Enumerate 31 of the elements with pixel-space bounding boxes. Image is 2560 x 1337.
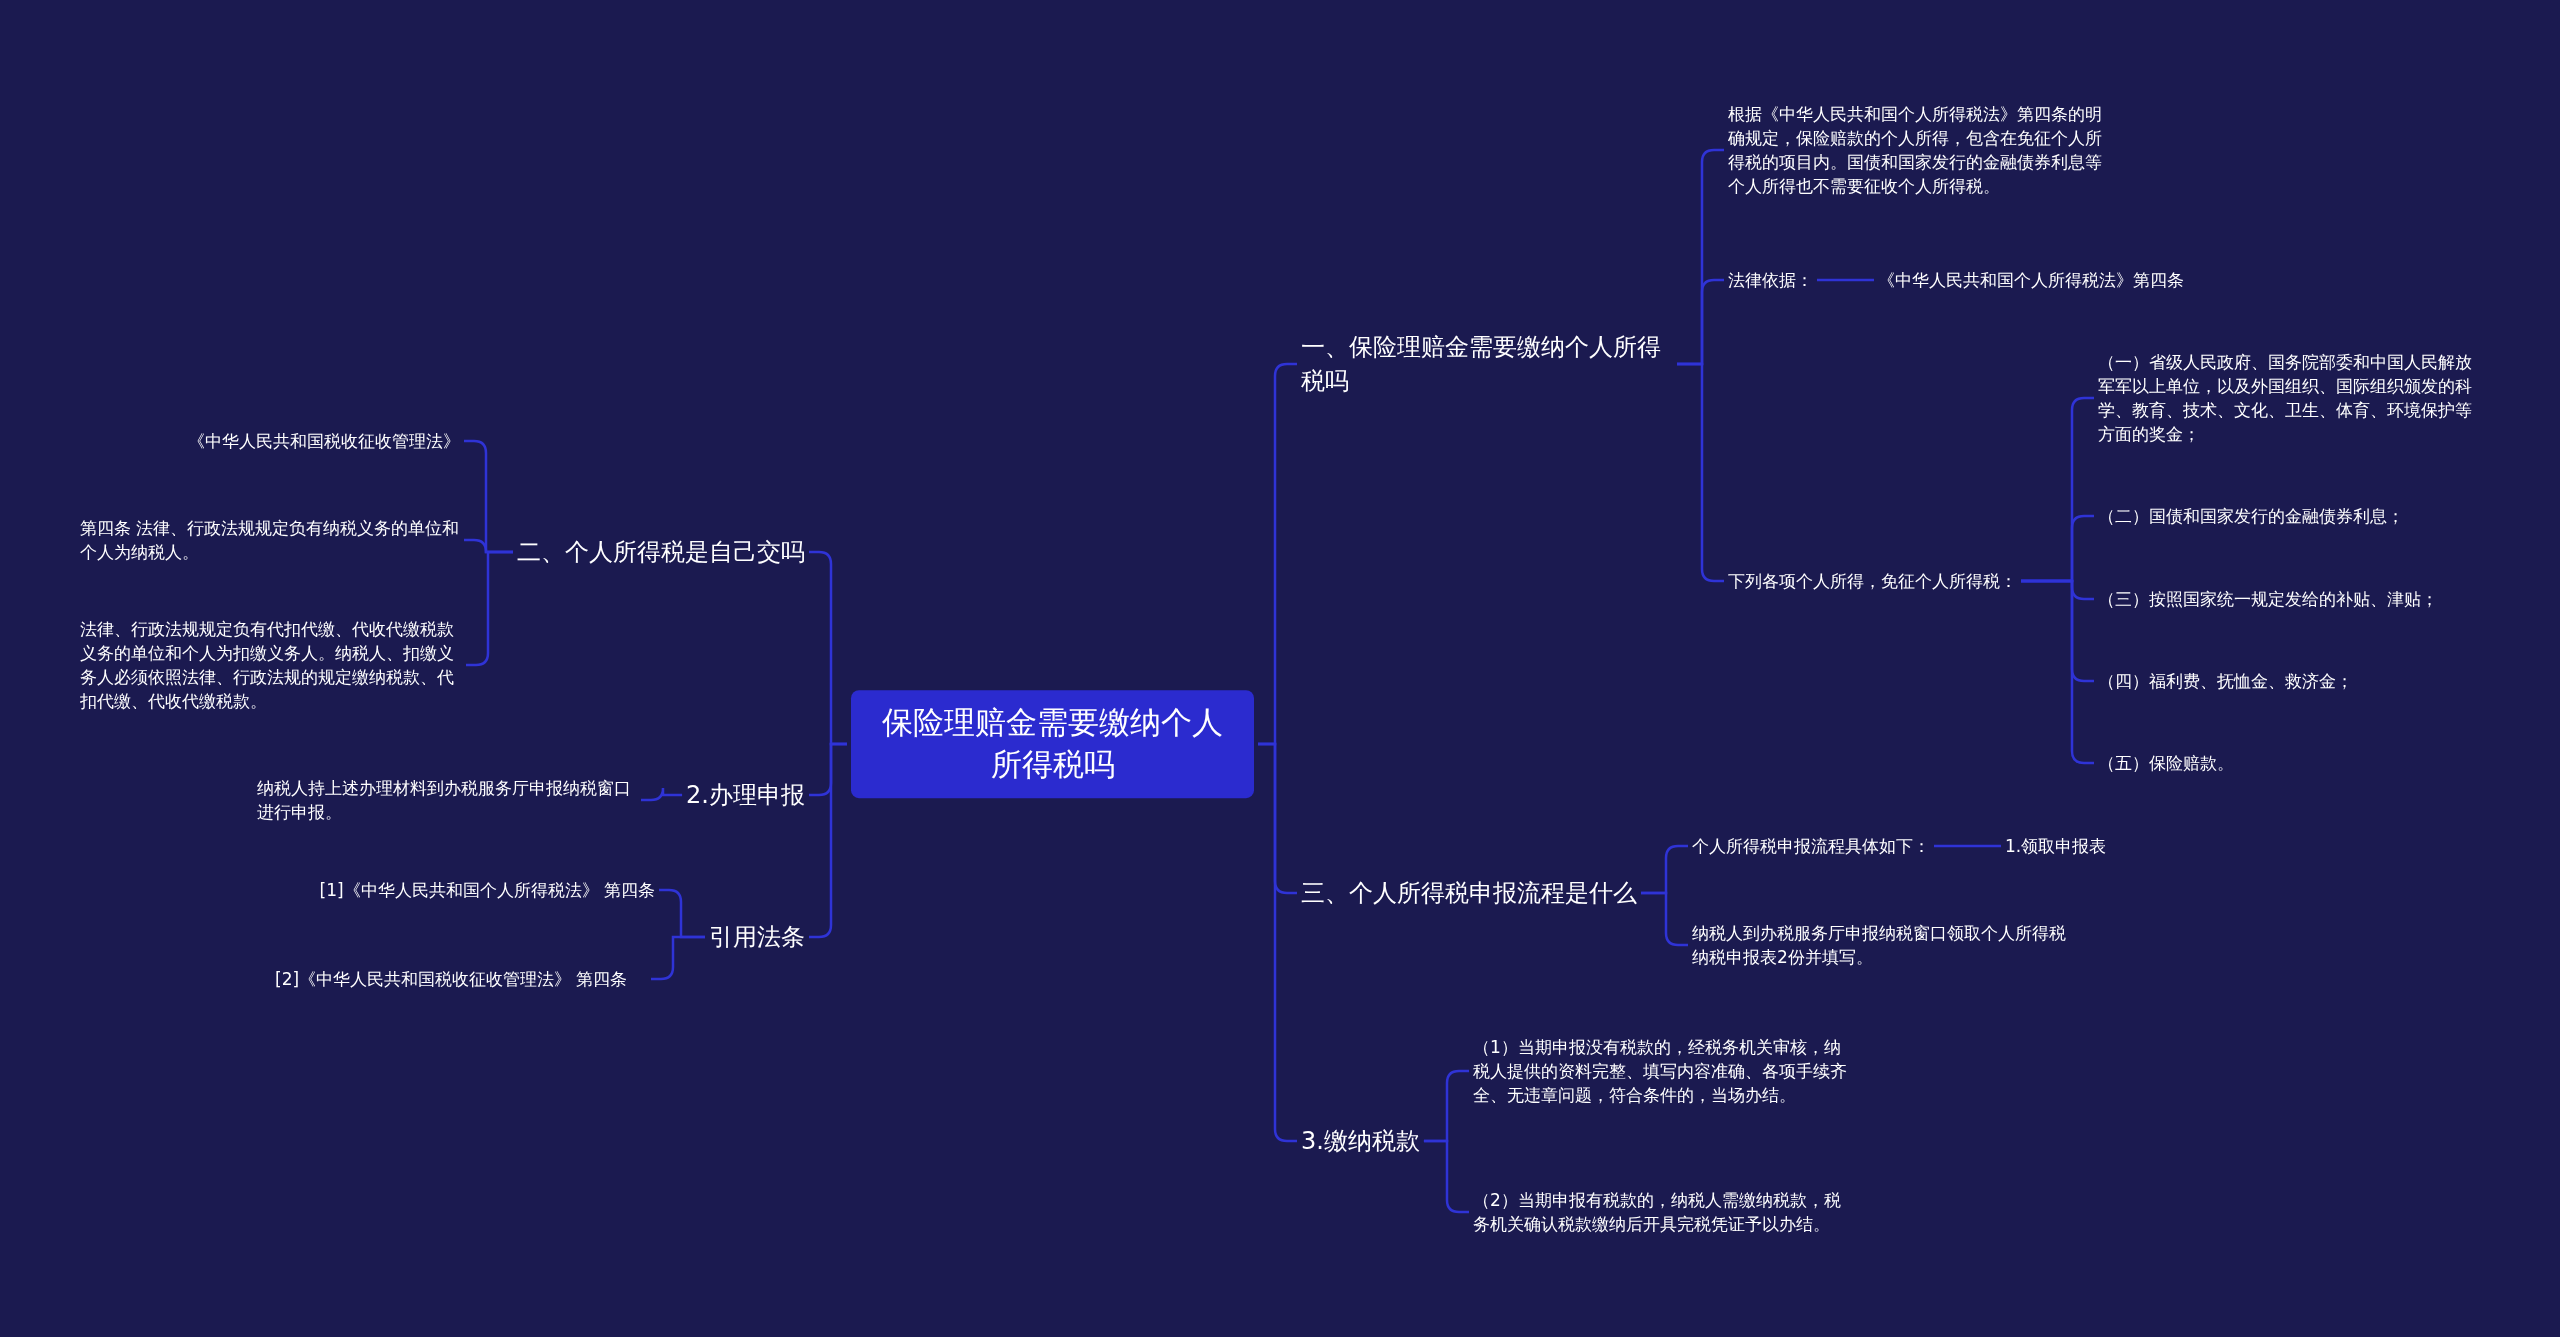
topic-text: 《中华人民共和国个人所得税法》第四条 [1878, 267, 2184, 293]
topic-text: 纳税人到办税服务厅申报纳税窗口领取个人所得税纳税申报表2份并填写。 [1692, 920, 2072, 970]
topic-text: （2）当期申报有税款的，纳税人需缴纳税款，税务机关确认税款缴纳后开具完税凭证予以办结。 [1473, 1187, 1853, 1237]
branch-topic: 2.办理申报 [686, 777, 805, 813]
topic-text: 下列各项个人所得，免征个人所得税： [1728, 568, 2017, 594]
topic-text: （一）省级人民政府、国务院部委和中国人民解放军军以上单位，以及外国组织、国际组织颁发的科学、教育、技术、文化、卫生、体育、环境保护等方面的奖金； [2098, 349, 2480, 447]
topic-text: 根据《中华人民共和国个人所得税法》第四条的明确规定，保险赔款的个人所得，包含在免征个人所得税的项目内。国债和国家发行的金融债券利息等个人所得也不需要征收个人所得税。 [1728, 101, 2110, 199]
root-topic-box: 保险理赔金需要缴纳个人所得税吗 [851, 690, 1254, 798]
branch-topic: 二、个人所得税是自己交吗 [517, 534, 805, 570]
topic-text: [1]《中华人民共和国个人所得税法》 第四条 [319, 877, 655, 903]
connector-line [1817, 278, 1874, 282]
topic-text: （五）保险赔款。 [2098, 750, 2234, 776]
branch-topic: 三、个人所得税申报流程是什么 [1301, 875, 1637, 911]
topic-text: 法律依据： [1728, 267, 1813, 293]
topic-text: 《中华人民共和国税收征收管理法》 [188, 428, 460, 454]
topic-text: （1）当期申报没有税款的，经税务机关审核，纳税人提供的资料完整、填写内容准确、各项手续齐全、无违章问题，符合条件的，当场办结。 [1473, 1034, 1853, 1108]
topic-text: 纳税人持上述办理材料到办税服务厅申报纳税窗口进行申报。 [257, 775, 637, 825]
topic-text: 第四条 法律、行政法规规定负有纳税义务的单位和个人为纳税人。 [80, 515, 460, 565]
connector-line [651, 935, 705, 981]
connector-line [641, 786, 683, 802]
topic-text: 法律、行政法规规定负有代扣代缴、代收代缴税款义务的单位和个人为扣缴义务人。纳税人、扣缴义务人必须依照法律、行政法规的规定缴纳税款、代扣代缴、代收代缴税款。 [80, 616, 462, 714]
connector-line [1934, 844, 2001, 848]
branch-topic: 一、保险理赔金需要缴纳个人所得税吗 [1301, 329, 1673, 399]
topic-text: （三）按照国家统一规定发给的补贴、津贴； [2098, 586, 2438, 612]
branch-topic: 3.缴纳税款 [1301, 1123, 1420, 1159]
topic-text: [2]《中华人民共和国税收征收管理法》 第四条 [275, 966, 647, 992]
topic-text: （二）国债和国家发行的金融债券利息； [2098, 503, 2404, 529]
topic-text: （四）福利费、抚恤金、救济金； [2098, 668, 2353, 694]
branch-topic: 引用法条 [709, 919, 805, 955]
topic-text: 个人所得税申报流程具体如下： [1692, 833, 1930, 859]
topic-text: 1.领取申报表 [2005, 833, 2107, 859]
